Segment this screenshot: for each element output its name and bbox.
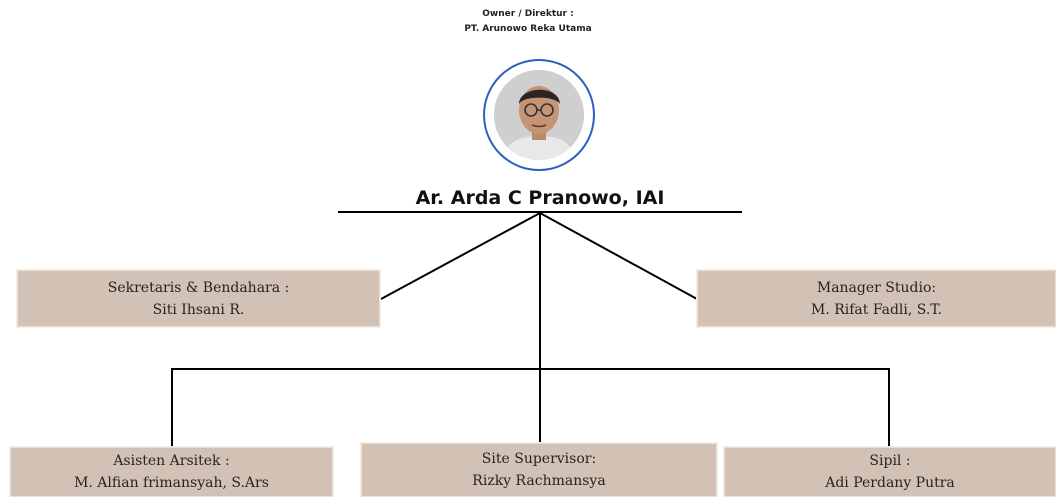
person-portrait-icon xyxy=(494,70,584,160)
manager-studio-box: Manager Studio: M. Rifat Fadli, S.T. xyxy=(696,269,1056,328)
site-supervisor-role: Site Supervisor: xyxy=(481,451,597,467)
sekretaris-name: Siti Ihsani R. xyxy=(152,301,245,318)
sekretaris-box: Sekretaris & Bendahara : Siti Ihsani R. xyxy=(16,269,381,328)
company-name: PT. Arunowo Reka Utama xyxy=(464,24,592,34)
owner-name: Ar. Arda C Pranowo, IAI xyxy=(415,187,665,209)
owner-avatar xyxy=(483,59,595,171)
manager-studio-name: M. Rifat Fadli, S.T. xyxy=(810,301,943,318)
connector-to-manager xyxy=(539,212,698,300)
site-supervisor-name: Rizky Rachmansya xyxy=(472,473,606,489)
owner-title-label: Owner / Direktur : xyxy=(482,9,574,19)
sipil-name: Adi Perdany Putra xyxy=(825,475,955,491)
connector-to-sekretaris xyxy=(380,212,541,300)
sipil-box: Sipil : Adi Perdany Putra xyxy=(723,446,1056,497)
site-supervisor-box: Site Supervisor: Rizky Rachmansya xyxy=(360,442,718,497)
owner-photo xyxy=(494,70,584,160)
asisten-arsitek-role: Asisten Arsitek : xyxy=(113,453,230,469)
manager-studio-role: Manager Studio: xyxy=(816,279,937,296)
sekretaris-role: Sekretaris & Bendahara : xyxy=(107,279,290,296)
asisten-arsitek-box: Asisten Arsitek : M. Alfian frimansyah, … xyxy=(9,446,334,497)
asisten-arsitek-name: M. Alfian frimansyah, S.Ars xyxy=(74,475,269,491)
sipil-role: Sipil : xyxy=(869,453,911,469)
